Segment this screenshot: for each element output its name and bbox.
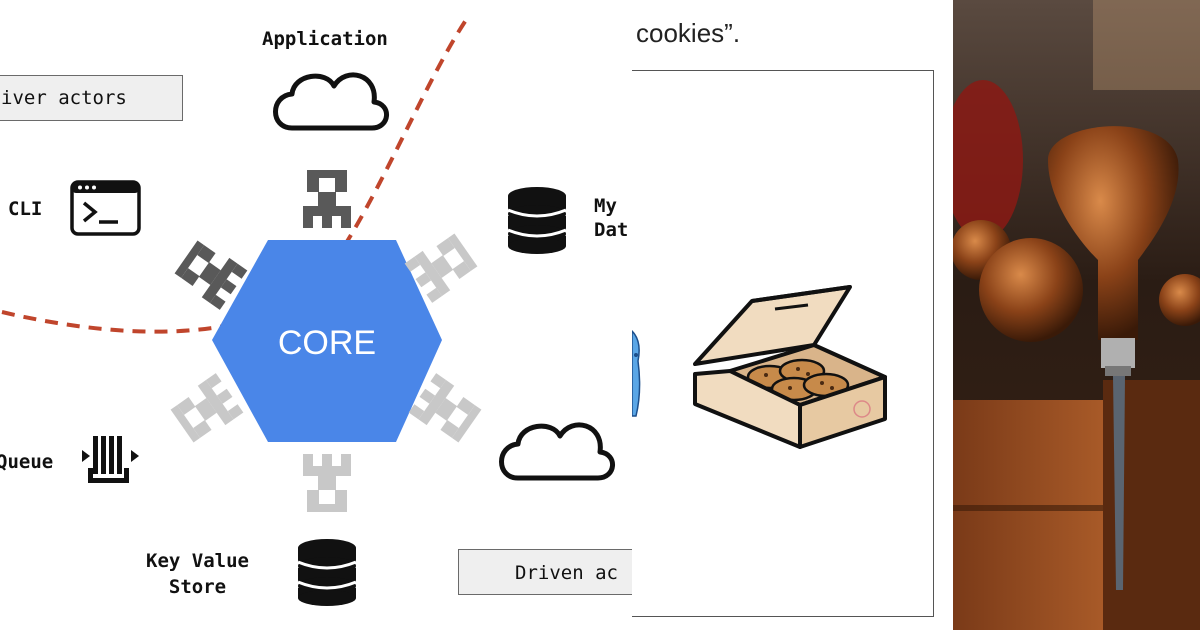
driven-actors-box: Driven ac <box>458 549 632 595</box>
driver-actors-box: iver actors <box>0 75 183 121</box>
diagram-canvas: CORE <box>1 18 615 606</box>
cli-label: CLI <box>8 198 43 220</box>
database-icon <box>507 187 567 254</box>
adapter-key-value-store <box>303 454 351 512</box>
adapter-application <box>303 170 351 228</box>
character-fragment <box>632 329 641 417</box>
photo-canvas <box>953 0 1200 630</box>
core-label: CORE <box>278 324 376 362</box>
key-value-store-label: Key Value Store <box>146 550 249 598</box>
illustration-frame <box>632 70 934 617</box>
driven-actors-label: Driven ac <box>515 562 618 584</box>
cookies-heading: cookies”. <box>636 18 741 48</box>
terminal-icon <box>70 180 141 236</box>
wood-carving-tools-photo <box>953 0 1200 630</box>
cookies-illustration-panel: cookies”. <box>632 0 953 630</box>
queue-icon <box>82 436 139 483</box>
adapter-queue <box>168 373 244 446</box>
my-database-label: My Dat <box>594 195 629 241</box>
driver-actors-label: iver actors <box>1 87 127 109</box>
queue-label: Queue <box>0 451 54 473</box>
cookie-box-icon <box>693 285 887 449</box>
application-label: Application <box>262 28 388 50</box>
core-hexagon <box>212 240 442 442</box>
hexagonal-architecture-diagram: CORE Application iver actors CLI My Dat … <box>0 18 632 606</box>
cloud-icon <box>499 422 615 481</box>
database-icon <box>297 539 357 606</box>
cloud-icon <box>273 72 389 131</box>
